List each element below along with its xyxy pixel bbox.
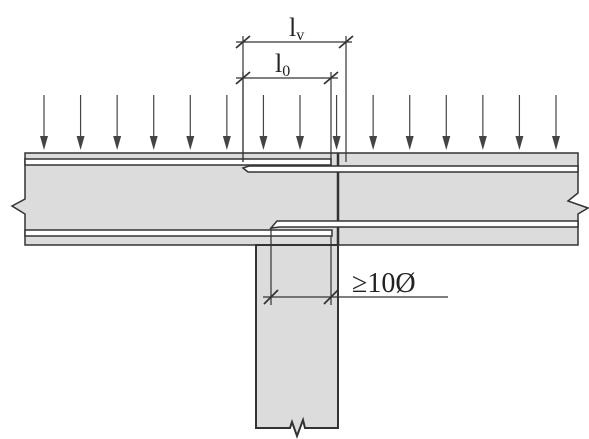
load-arrow-head — [113, 136, 122, 150]
load-arrow-head — [332, 136, 341, 150]
lv-label: lv — [289, 13, 304, 44]
load-arrow-head — [259, 136, 268, 150]
column-concrete — [255, 244, 339, 439]
load-arrow-head — [478, 136, 487, 150]
bottom-rebar-left — [24, 229, 333, 237]
load-arrow-head — [369, 136, 378, 150]
top-rebar-right — [241, 165, 579, 173]
load-arrow-head — [405, 136, 414, 150]
load-arrow-head — [40, 136, 48, 150]
distributed-load-arrows — [40, 95, 560, 150]
l0-label: l0 — [275, 49, 290, 80]
min-anchorage-label: ≥10Ø — [352, 268, 416, 299]
dimension-min-anchorage — [263, 228, 448, 305]
top-rebar-left — [24, 158, 332, 166]
load-arrow-head — [149, 136, 158, 150]
load-arrow-head — [552, 136, 560, 150]
bottom-rebar-right — [269, 220, 579, 229]
load-arrow-head — [76, 136, 85, 150]
load-arrow-head — [515, 136, 524, 150]
load-arrow-head — [442, 136, 451, 150]
load-arrow-head — [296, 136, 304, 150]
dimension-l0 — [235, 71, 339, 165]
load-arrow-head — [186, 136, 195, 150]
load-arrow-head — [222, 136, 231, 150]
